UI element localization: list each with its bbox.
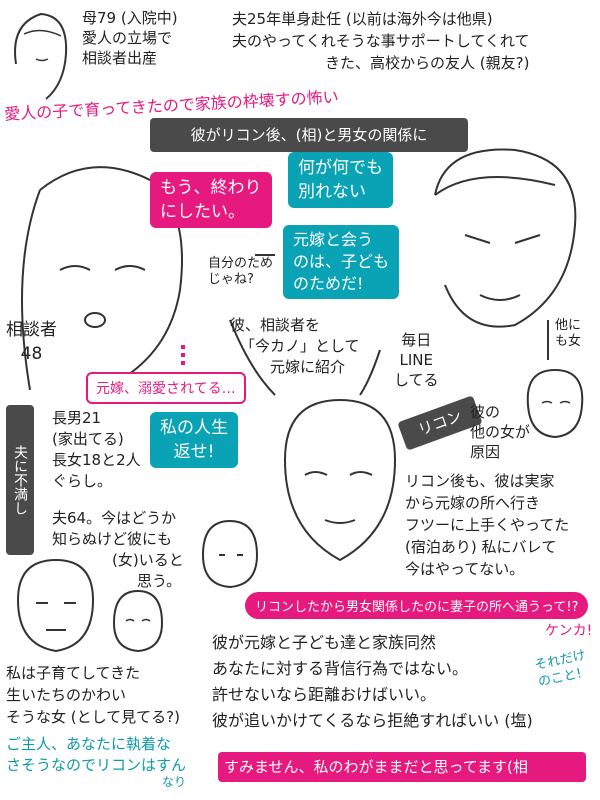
left-banner: 夫に不満し xyxy=(6,405,34,555)
complaint-box: リコンしたから男女関係したのに妻子の所へ通うって!? xyxy=(245,592,589,619)
bubble-for-kids: 元嫁と会う のは、子ども のためだ! xyxy=(283,225,400,299)
boyfriend-figure xyxy=(405,135,595,345)
after-divorce-note: リコン後も、彼は実家 から元嫁の所へ行き フツーに上手くやってた (宿泊あり) … xyxy=(405,472,570,578)
mother-figure xyxy=(6,4,76,104)
cause-note: 彼の 他の女が 原因 xyxy=(470,403,531,461)
line-note: 毎日 LINE してる xyxy=(394,331,439,389)
consultant-label: 相談者 48 xyxy=(6,320,57,364)
husband-note: 夫25年単身赴任 (以前は海外今は他県) 夫のやってくれそうな事サポートしてくれ… xyxy=(232,10,530,72)
child-figure xyxy=(195,515,265,590)
final-box: すみません、私のわがままだと思ってます(相 xyxy=(218,752,586,782)
life-box: 私の人生 返せ! xyxy=(150,412,238,468)
banner-relationship: 彼がリコン後、(相)と男女の関係に xyxy=(150,118,468,152)
husband-woman-figure xyxy=(108,585,168,655)
jealous-box: 元嫁、溺愛されてる… xyxy=(86,372,246,404)
intro-note: 彼、相談者を 「今カノ」として 元嫁に紹介 xyxy=(230,316,360,376)
bubble-no-part: 何が何でも 別れない xyxy=(288,152,393,208)
husband64-note: 夫64。今はどうか 知らぬけど彼にも (女)いると 思う。 xyxy=(52,509,184,590)
answer-lines: 彼が元嫁と子ども達と家族同然 あなたに対する背信行為ではない。 許せないなら距離… xyxy=(212,633,533,730)
other-woman-figure xyxy=(520,365,590,440)
fight-label: ケンカ! xyxy=(545,623,593,639)
ex-wife-figure xyxy=(270,390,410,570)
husband-attached-note: ご主人、あなたに執着な さそうなのでリコンはすん なり xyxy=(6,735,187,789)
family-note: 長男21 (家出てる) 長女18と2人 ぐらし。 xyxy=(52,409,141,490)
husband-figure xyxy=(8,555,103,655)
other-woman-label: 他に も女 xyxy=(555,318,582,349)
bubble-end: もう、終わり にしたい。 xyxy=(150,172,272,228)
mother-note: 母79 (入院中) 愛人の立場で 相談者出産 xyxy=(82,9,178,67)
self-note: 自分のため じゃね? xyxy=(208,256,274,287)
raising-note: 私は子育てしてきた 生いたちのかわい そうな女 (として見てる?) xyxy=(6,664,180,726)
